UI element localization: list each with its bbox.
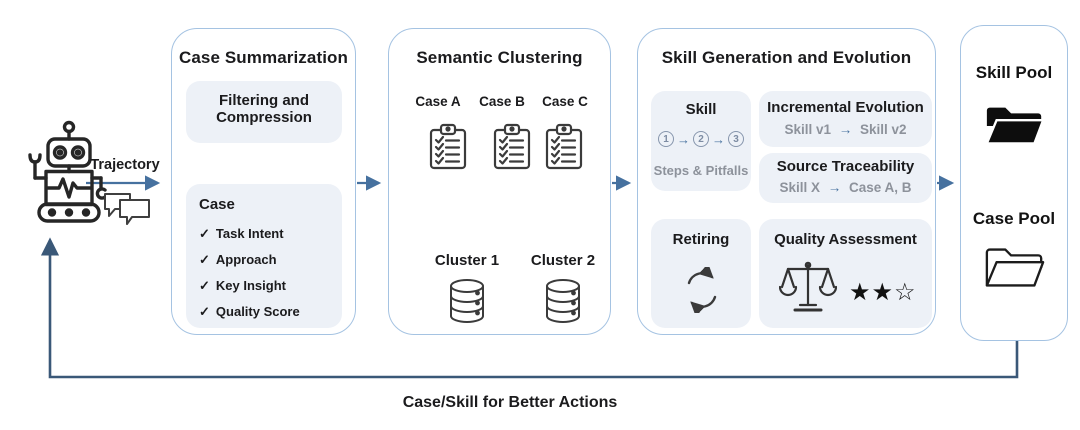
retiring-subbox: Retiring [651, 219, 751, 328]
robot-agent-icon [28, 120, 107, 223]
source-traceability-title: Source Traceability [776, 158, 915, 175]
step-1-icon: 1 [658, 131, 674, 147]
quality-assessment-title: Quality Assessment [774, 231, 917, 248]
case-box-title: Case [199, 196, 235, 213]
case-item-quality-score: ✓Quality Score [199, 304, 300, 319]
case-pool-folder-icon [985, 248, 1045, 287]
skill-subbox-title: Skill [685, 101, 717, 118]
case-a-label: Case A [415, 94, 461, 109]
case-b-label: Case B [479, 94, 525, 109]
source-traceability-line: Skill X → Case A, B [779, 180, 912, 195]
incremental-evolution-line: Skill v1 → Skill v2 [784, 122, 907, 137]
steps-pitfalls-caption: Steps & Pitfalls [653, 163, 749, 178]
check-icon: ✓ [199, 226, 210, 241]
case-box: Case ✓Task Intent ✓Approach ✓Key Insight… [186, 184, 342, 328]
semantic-clustering-box: Semantic Clustering Case A Case B Case C [388, 28, 611, 335]
cluster1-database-icon [450, 279, 484, 323]
pool-box: Skill Pool Case Pool [960, 25, 1068, 341]
case-summarization-box: Case Summarization Filtering and Compres… [171, 28, 356, 335]
incremental-evolution-title: Incremental Evolution [767, 99, 924, 116]
check-icon: ✓ [199, 252, 210, 267]
chat-bubbles-icon [104, 193, 150, 225]
quality-assessment-subbox: Quality Assessment ★★☆ [759, 219, 932, 328]
arrow-right-icon: → [827, 180, 842, 195]
step-3-icon: 3 [728, 131, 744, 147]
case-summarization-title: Case Summarization [178, 48, 349, 67]
case-item-approach: ✓Approach [199, 252, 277, 267]
skill-generation-title: Skill Generation and Evolution [661, 48, 912, 67]
arrow-right-icon: → [712, 131, 725, 147]
skill-subbox: Skill 1 → 2 → 3 Steps & Pitfalls [651, 91, 751, 191]
skill-pool-label: Skill Pool [975, 63, 1053, 82]
semantic-clustering-title: Semantic Clustering [416, 48, 583, 67]
arrow-right-icon: → [677, 131, 690, 147]
arrow-right-icon: → [838, 122, 853, 137]
case-c-clipboard-icon [545, 123, 583, 170]
incremental-evolution-subbox: Incremental Evolution Skill v1 → Skill v… [759, 91, 932, 147]
cluster2-label: Cluster 2 [530, 252, 596, 269]
case-c-label: Case C [542, 94, 588, 109]
cluster1-label: Cluster 1 [434, 252, 500, 269]
star-rating: ★★☆ [849, 279, 917, 306]
retiring-title: Retiring [672, 231, 730, 248]
skill-generation-box: Skill Generation and Evolution Skill 1 →… [637, 28, 936, 335]
filtering-compression-label: Filtering and Compression [216, 92, 312, 126]
case-item-task-intent: ✓Task Intent [199, 226, 284, 241]
source-traceability-subbox: Source Traceability Skill X → Case A, B [759, 153, 932, 203]
check-icon: ✓ [199, 278, 210, 293]
case-b-clipboard-icon [493, 123, 531, 170]
case-pool-label: Case Pool [972, 209, 1056, 228]
feedback-caption: Case/Skill for Better Actions [402, 394, 618, 411]
case-item-key-insight: ✓Key Insight [199, 278, 286, 293]
trajectory-label: Trajectory [90, 157, 160, 173]
skill-steps: 1 → 2 → 3 [651, 131, 751, 147]
filtering-compression-box: Filtering and Compression [186, 81, 342, 143]
skill-pool-folder-icon [985, 107, 1045, 145]
balance-scale-icon [779, 261, 837, 312]
recycle-arrows-icon [687, 267, 717, 313]
case-a-clipboard-icon [429, 123, 467, 170]
cluster2-database-icon [546, 279, 580, 323]
check-icon: ✓ [199, 304, 210, 319]
step-2-icon: 2 [693, 131, 709, 147]
